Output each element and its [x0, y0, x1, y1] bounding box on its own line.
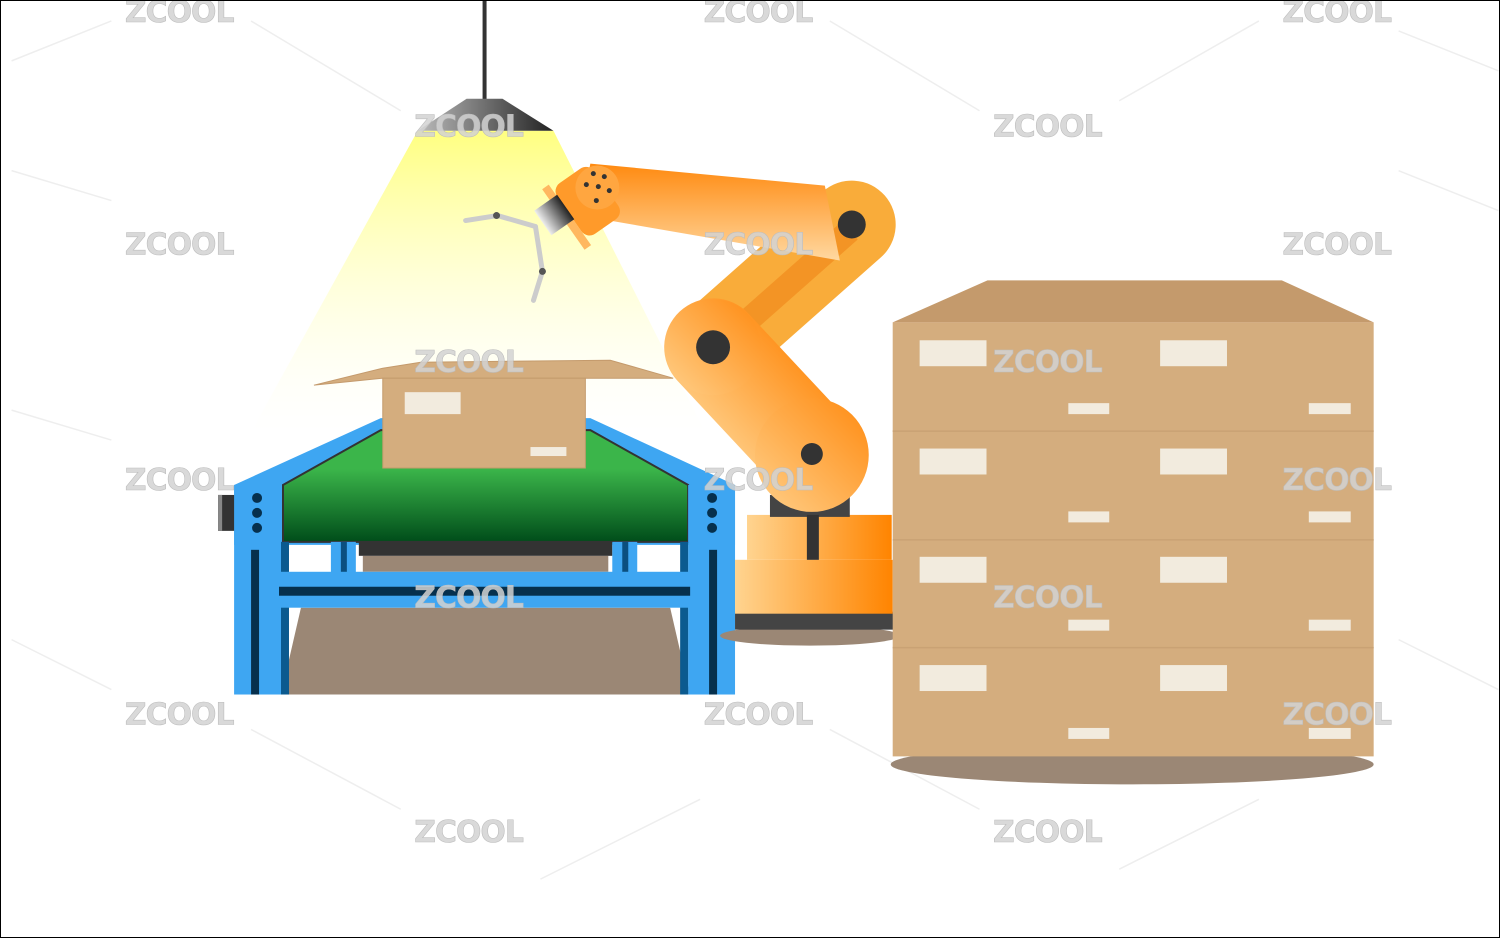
joint-top: [837, 210, 866, 239]
watermark-text: ZCOOL: [704, 463, 814, 498]
watermark-text: ZCOOL: [125, 227, 235, 262]
stack-box-label-small: [1308, 403, 1351, 415]
watermark-text: ZCOOL: [704, 1, 814, 30]
stack-box-label: [919, 448, 987, 475]
watermark-text: ZCOOL: [1282, 227, 1392, 262]
watermark-text: ZCOOL: [1282, 463, 1392, 498]
robot-base-upper: [747, 514, 892, 560]
arm-upper-link: [580, 163, 840, 261]
box-label-small: [530, 447, 567, 457]
stack-box-label-small: [1068, 727, 1110, 739]
bolt-dots: [252, 492, 718, 533]
joint-elbow: [696, 330, 731, 365]
conveyor-belt: [218, 418, 736, 695]
watermark-text: ZCOOL: [414, 815, 524, 850]
watermark-text: ZCOOL: [993, 110, 1103, 145]
watermark-text: ZCOOL: [1282, 1, 1392, 30]
watermark-text: ZCOOL: [414, 345, 524, 380]
robot-base-lower: [735, 559, 893, 614]
stack-box-label: [1160, 340, 1227, 367]
joint-shoulder: [800, 443, 823, 466]
gripper: [463, 194, 575, 303]
stack-box-label: [919, 340, 987, 367]
open-cardboard-box: [313, 359, 674, 469]
robot-base-plate: [735, 611, 895, 630]
conveyor-floor-shadow: [281, 607, 691, 695]
stack-box-label: [919, 665, 987, 692]
watermark-text: ZCOOL: [125, 1, 235, 30]
watermark-text: ZCOOL: [414, 110, 524, 145]
stack-box-label-small: [1308, 619, 1351, 631]
stack-box-label-small: [1068, 403, 1110, 415]
watermark-text: ZCOOL: [704, 227, 814, 262]
box-label: [404, 392, 461, 415]
watermark-text: ZCOOL: [414, 581, 524, 616]
lamp-shade: [417, 98, 554, 131]
robotic-arm: [463, 163, 900, 646]
watermark-text: ZCOOL: [125, 697, 235, 732]
watermark-text: ZCOOL: [704, 697, 814, 732]
light-beam: [251, 130, 706, 433]
stack-box-label: [1160, 448, 1227, 475]
stack-box-label: [1160, 665, 1227, 692]
stack-box-label: [1160, 556, 1227, 583]
ceiling-lamp: [251, 1, 706, 433]
stack-box-label-small: [1068, 511, 1110, 523]
stack-top: [892, 280, 1374, 323]
watermark-text: ZCOOL: [993, 581, 1103, 616]
stacked-boxes-pallet: [890, 280, 1374, 785]
robot-base-shadow: [720, 625, 900, 646]
watermark-text: ZCOOL: [1282, 697, 1392, 732]
stack-box-label-small: [1308, 727, 1351, 739]
stack-box-label-small: [1068, 619, 1110, 631]
watermark-text: ZCOOL: [993, 815, 1103, 850]
stack-box-label-small: [1308, 511, 1351, 523]
watermark-text: ZCOOL: [993, 345, 1103, 380]
watermark-lines: [11, 20, 1499, 880]
stack-box-label: [919, 556, 987, 583]
watermark-text: ZCOOL: [125, 463, 235, 498]
watermark-layer: ZCOOL ZCOOL ZCOOL ZCOOL ZCOOL ZCOOL ZCOOL ZCOOL…: [125, 1, 1394, 851]
